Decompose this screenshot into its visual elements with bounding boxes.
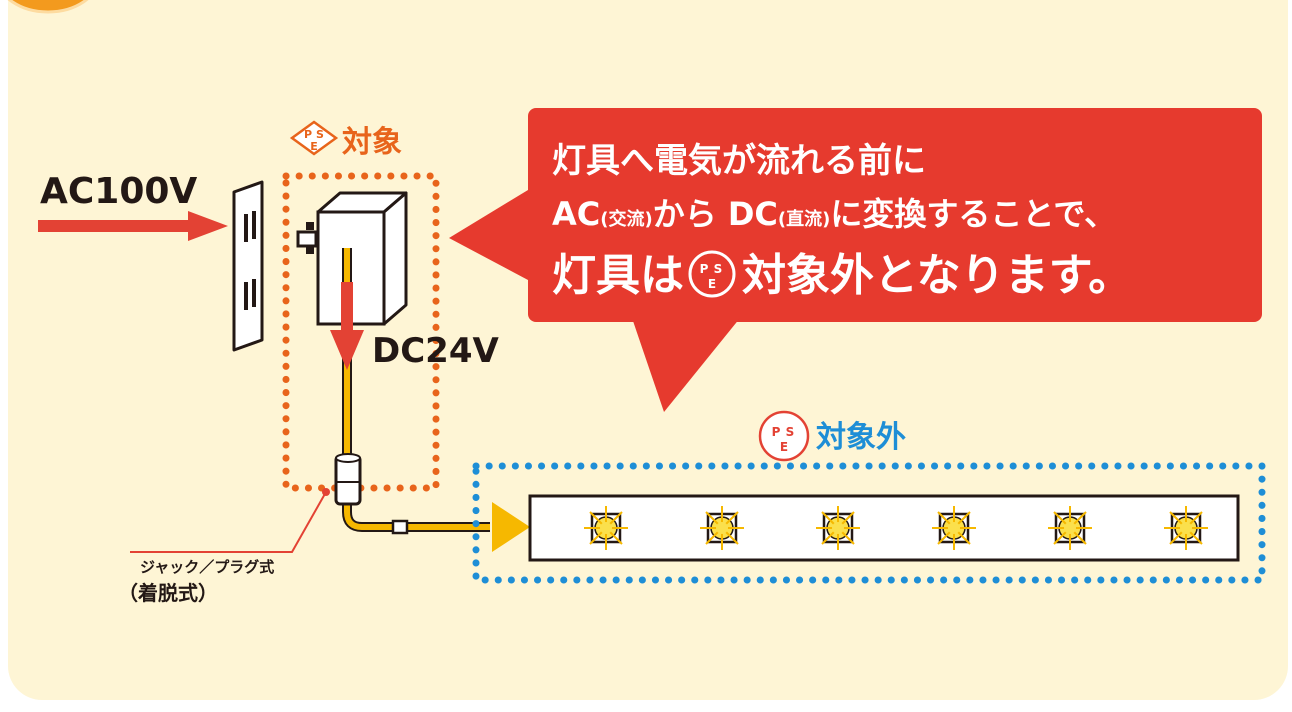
connector-leader [130,488,330,553]
connector-note-line2: （着脱式） [118,581,218,605]
non-target-area-border [472,462,1266,584]
svg-text:E: E [780,440,788,454]
callout-bubble [449,108,1262,412]
strip-input-arrow [492,502,530,552]
led-strip [528,494,1240,562]
callout-line2-ac-note: (交流) [600,208,652,230]
callout-line2: AC(交流)から DC(直流)に変換することで、 [552,195,1116,233]
dc-cable-core [344,248,490,530]
svg-text:P: P [772,425,781,439]
callout-line3-end: 対象外となります。 [742,250,1132,301]
svg-text:P: P [700,262,709,276]
led-chip [1164,506,1208,550]
callout-line2-dc-note: (直流) [778,208,830,230]
adapter-tag-label: 対象 [342,125,402,160]
jack-plug-connector [334,453,409,535]
callout-pse-mark: P S E [688,250,736,298]
led-chip [816,506,860,550]
callout-line3-start: 灯具は [552,250,684,301]
ac-input-arrow [38,211,228,241]
led-chip [1048,506,1092,550]
svg-text:S: S [714,262,723,276]
pse-diamond-mark: P S E [289,120,339,156]
dc-voltage-label: DC24V [372,331,499,371]
svg-text:E: E [708,277,716,291]
top-badge-circle [7,0,89,14]
pse-circle-mark: P S E [758,410,810,462]
ac-voltage-label: AC100V [40,171,197,212]
callout-line2-ac: AC [552,195,600,233]
dc-output-arrow [330,282,364,370]
led-chip [584,506,628,550]
callout-line2-end: に変換することで、 [830,195,1116,233]
connector-note-line1: ジャック／プラグ式 [140,558,274,576]
led-chip [932,506,976,550]
svg-text:S: S [786,425,795,439]
wall-outlet [232,180,264,352]
strip-tag-label: 対象外 [816,420,906,455]
svg-text:S: S [316,128,324,141]
svg-text:P: P [304,128,312,141]
callout-line1: 灯具へ電気が流れる前に [552,141,926,181]
led-group [584,506,1208,550]
callout-line2-mid: から DC [653,195,778,233]
svg-text:E: E [310,140,318,153]
led-chip [700,506,744,550]
